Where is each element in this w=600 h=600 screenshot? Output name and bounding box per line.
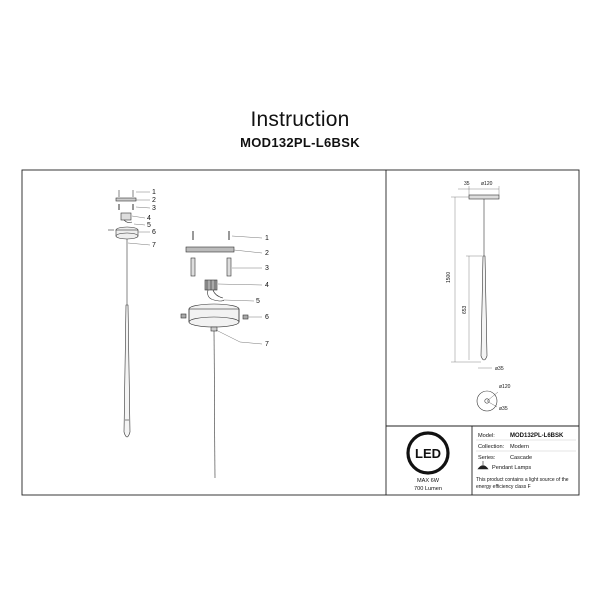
small-label-6: 6 [152, 229, 156, 236]
pendant-lamp-icon [477, 461, 489, 470]
dim-total-height: 1500 [446, 272, 452, 283]
small-label-1: 1 [152, 189, 156, 196]
small-label-7: 7 [152, 242, 156, 249]
collection-value: Modern [510, 444, 529, 450]
model-code: MOD132PL-L6BSK [240, 135, 360, 150]
outer-frame [21, 169, 580, 496]
led-power: MAX 6W [417, 478, 440, 484]
dim-canopy-diameter: ø120 [481, 181, 493, 187]
energy-note-line2: energy efficiency class F [476, 484, 531, 490]
dim-body-height: 653 [462, 305, 468, 314]
led-ring-icon [406, 431, 450, 475]
dimension-drawing [468, 194, 500, 361]
dimension-lines [451, 186, 500, 369]
detail-label-7: 7 [265, 341, 269, 348]
detail-label-6: 6 [265, 314, 269, 321]
detail-label-5: 5 [256, 298, 260, 305]
led-lumen: 700 Lumen [414, 486, 442, 492]
detail-label-2: 2 [265, 250, 269, 257]
dim-width-top: 35 [464, 181, 470, 187]
plan-outer-diameter: ø120 [499, 384, 511, 390]
energy-note-line1: This product contains a light source of … [476, 477, 569, 483]
small-leader-lines [127, 191, 151, 246]
model-label: Model: [478, 433, 495, 439]
small-label-2: 2 [152, 197, 156, 204]
plan-inner-diameter: ø35 [499, 406, 508, 412]
small-label-5: 5 [147, 222, 151, 229]
plan-view [476, 390, 499, 412]
dim-body-diameter: ø35 [495, 366, 504, 372]
led-badge: LED MAX 6W 700 Lumen [406, 431, 450, 492]
detail-leader-lines [215, 235, 263, 345]
small-pendant-assembly [108, 190, 139, 438]
series-value: Cascade [510, 455, 532, 461]
category-label: Pendant Lamps [492, 465, 531, 471]
detail-assembly [180, 231, 249, 479]
document-title: Instruction [250, 108, 350, 131]
product-info: Model: MOD132PL-L6BSK Collection: Modern… [476, 433, 576, 490]
small-label-3: 3 [152, 205, 156, 212]
collection-label: Collection: [478, 444, 505, 450]
model-value: MOD132PL-L6BSK [510, 433, 564, 439]
small-label-4: 4 [147, 215, 151, 222]
led-logo-text: LED [415, 446, 441, 461]
detail-label-1: 1 [265, 235, 269, 242]
detail-label-4: 4 [265, 282, 269, 289]
series-label: Series: [478, 455, 496, 461]
detail-label-3: 3 [265, 265, 269, 272]
